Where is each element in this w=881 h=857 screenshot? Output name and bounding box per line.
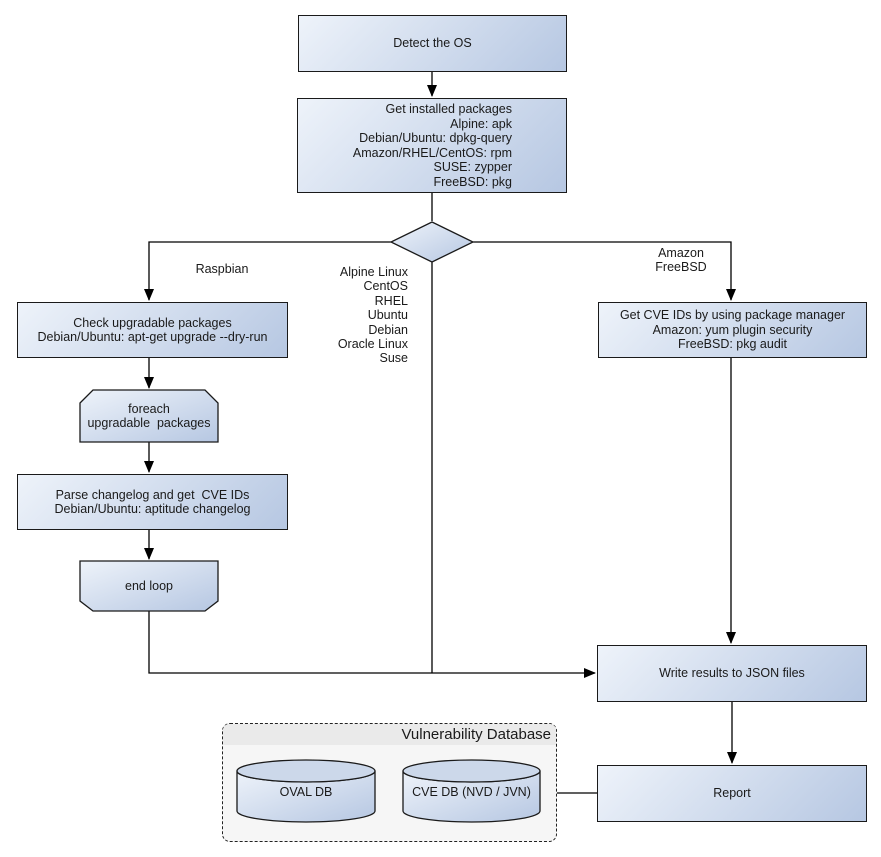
node-parse-changelog: Parse changelog and get CVE IDs Debian/U… [17,474,288,530]
end-loop-shape [79,560,219,612]
foreach-loop-shape [79,389,219,443]
vulnerability-database-title: Vulnerability Database [401,726,551,743]
node-check-upgradable-packages: Check upgradable packages Debian/Ubuntu:… [17,302,288,358]
vulnerability-database-titlebar: Vulnerability Database [223,724,556,745]
oval-db-cylinder [236,759,376,823]
edge-decision-to-get-cve [473,241,736,301]
decision-diamond [389,221,475,263]
cve-db-label: CVE DB (NVD / JVN) [412,784,531,799]
node-check-upgradable-packages-label: Check upgradable packages Debian/Ubuntu:… [37,315,268,345]
vulnerability-database-container: Vulnerability Database [222,723,557,842]
oval-db-label: OVAL DB [279,784,333,799]
node-report: Report [597,765,867,822]
edge-endloop-to-write-results [148,611,596,678]
node-get-installed-packages: Get installed packages Alpine: apk Debia… [297,98,567,193]
node-parse-changelog-label: Parse changelog and get CVE IDs Debian/U… [54,487,251,517]
end-loop-label: end loop [125,578,173,593]
node-report-label: Report [713,786,751,801]
node-write-results-json: Write results to JSON files [597,645,867,702]
edge-label-os-direct-list: Alpine Linux CentOS RHEL Ubuntu Debian O… [337,265,408,366]
node-detect-os: Detect the OS [298,15,567,72]
foreach-loop-label: foreach upgradable packages [87,401,211,431]
node-get-cve-ids-package-manager: Get CVE IDs by using package manager Ama… [598,302,867,358]
node-detect-os-label: Detect the OS [393,36,472,51]
edge-label-amazon-freebsd: Amazon FreeBSD [655,246,707,275]
node-get-cve-ids-package-manager-label: Get CVE IDs by using package manager Ama… [619,308,846,352]
cve-db-cylinder [402,759,541,823]
edge-label-raspbian: Raspbian [195,262,249,276]
node-get-installed-packages-label: Get installed packages Alpine: apk Debia… [352,102,512,189]
edge-decision-to-check-upgradable [144,241,391,301]
node-write-results-json-label: Write results to JSON files [659,666,805,681]
